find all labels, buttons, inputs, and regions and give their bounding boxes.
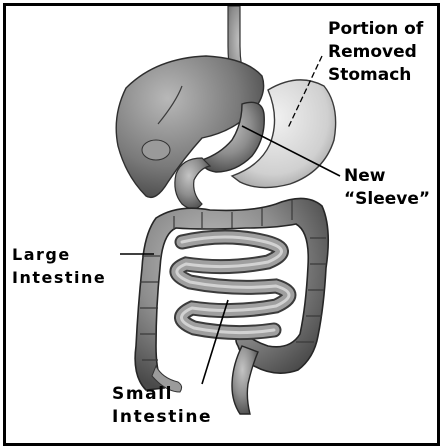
small-intestine: [177, 237, 289, 333]
label-line: Intestine: [12, 266, 106, 289]
rectum: [232, 346, 258, 414]
label-line: New: [344, 165, 430, 188]
gallbladder: [142, 140, 170, 160]
label-line: Small: [112, 383, 212, 406]
diagram-frame: Portion of Removed Stomach New “Sleeve” …: [3, 3, 440, 446]
label-line: Removed: [328, 41, 423, 64]
label-small-intestine: Small Intestine: [112, 383, 212, 429]
label-line: Intestine: [112, 406, 212, 429]
label-large-intestine: Large Intestine: [12, 243, 106, 289]
label-line: Large: [12, 243, 106, 266]
label-new-sleeve: New “Sleeve”: [344, 165, 430, 211]
label-line: Portion of: [328, 18, 423, 41]
label-removed-stomach: Portion of Removed Stomach: [328, 18, 423, 87]
label-line: Stomach: [328, 64, 423, 87]
label-line: “Sleeve”: [344, 188, 430, 211]
